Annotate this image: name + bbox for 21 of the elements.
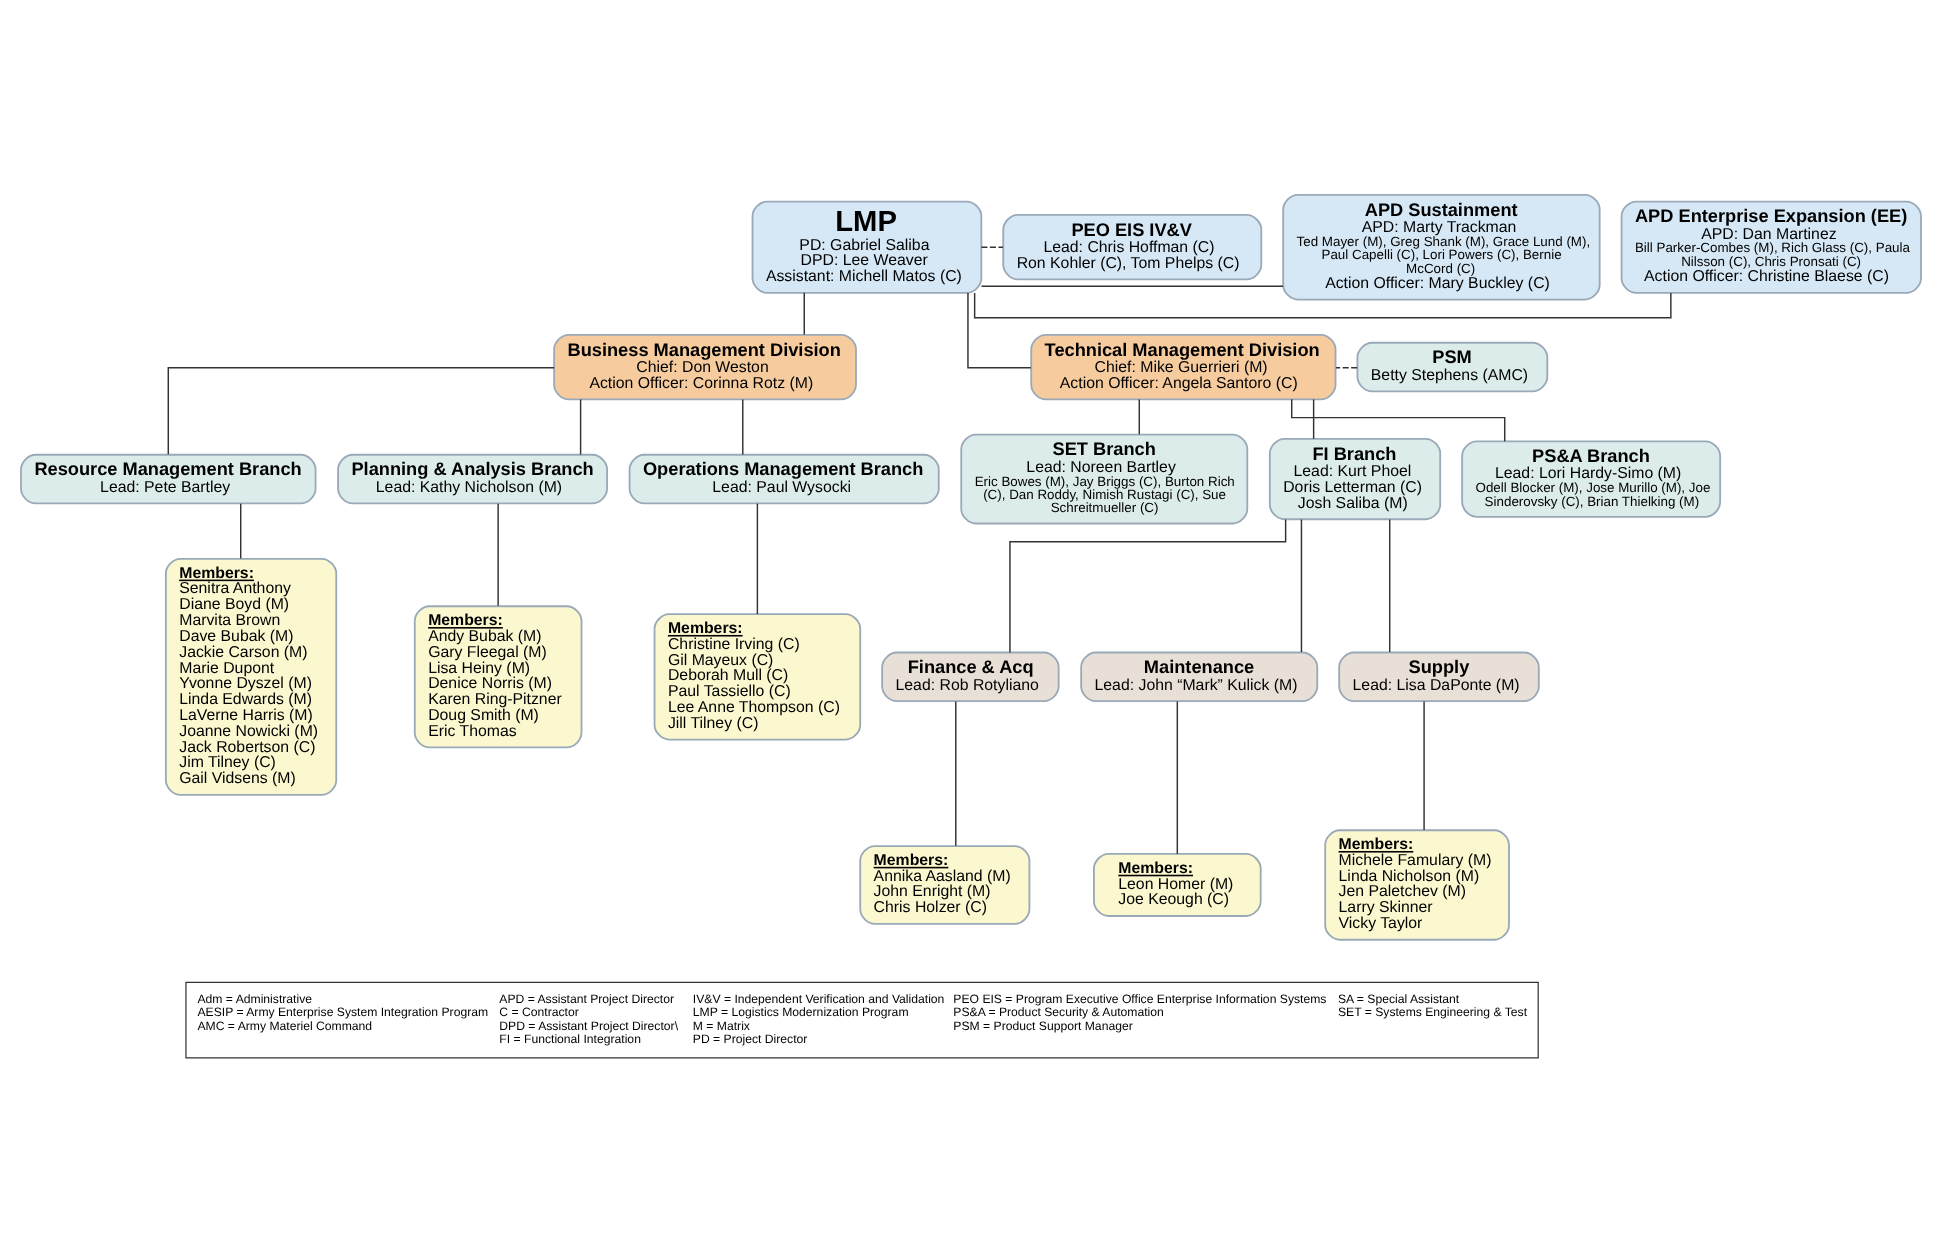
connector xyxy=(497,502,499,606)
connector xyxy=(240,502,242,559)
connector xyxy=(742,397,744,455)
connector xyxy=(980,284,1284,286)
connector xyxy=(967,291,1032,368)
connector xyxy=(955,699,957,846)
connector xyxy=(1138,397,1140,434)
connector xyxy=(980,245,1004,247)
connector xyxy=(1388,517,1391,652)
connector xyxy=(167,365,555,455)
connector xyxy=(1423,699,1425,830)
connector xyxy=(1335,365,1358,368)
connector xyxy=(579,397,582,455)
connector xyxy=(973,291,1672,318)
connector xyxy=(1291,397,1506,441)
connector xyxy=(1009,517,1287,653)
connector xyxy=(1176,699,1179,854)
connector xyxy=(1312,397,1315,439)
connector xyxy=(756,502,759,614)
connector xyxy=(1300,517,1303,652)
connector xyxy=(803,291,805,335)
